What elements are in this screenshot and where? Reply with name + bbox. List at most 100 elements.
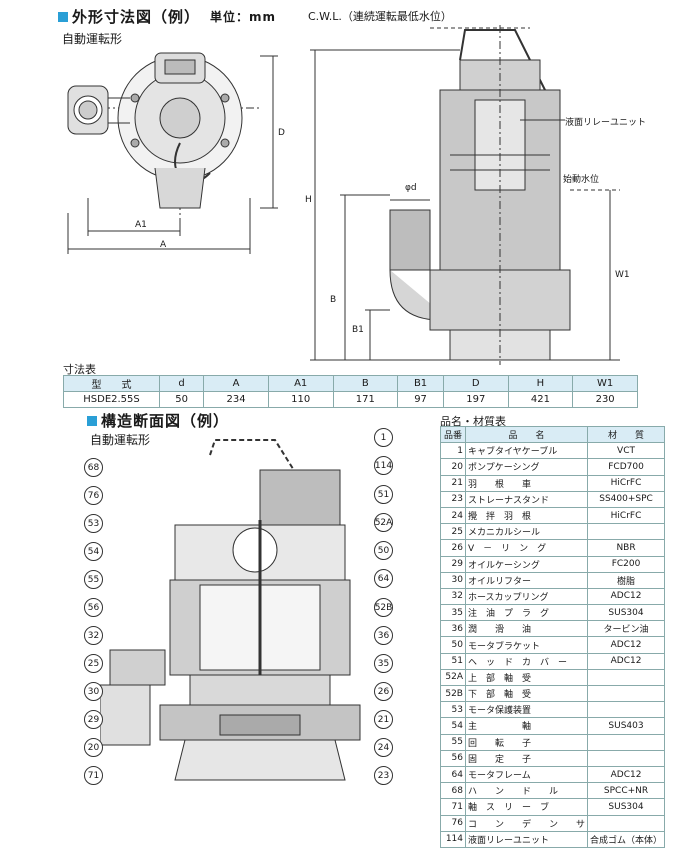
callout-20: 20 bbox=[84, 738, 103, 757]
section-mode-label: 自動運転形 bbox=[90, 433, 151, 447]
part-number: 20 bbox=[440, 458, 466, 476]
callout-1: 1 bbox=[374, 428, 393, 447]
dim-header-D: D bbox=[442, 375, 509, 392]
dim-cell: 50 bbox=[158, 391, 205, 408]
part-number: 29 bbox=[440, 555, 466, 573]
side-view-drawing bbox=[310, 25, 620, 365]
part-material: SUS304 bbox=[587, 798, 666, 816]
dim-cell: 234 bbox=[203, 391, 269, 408]
title-marker bbox=[58, 11, 68, 22]
dim-header-model: 型 式 bbox=[63, 375, 160, 392]
callout-30: 30 bbox=[84, 682, 103, 701]
dimension-table-title: 寸法表 bbox=[63, 363, 96, 376]
callout-52A: 52A bbox=[374, 513, 393, 532]
part-name: 潤 滑 油 bbox=[464, 620, 589, 638]
dim-B1-label: B1 bbox=[352, 325, 364, 335]
part-name: モータ保護装置 bbox=[464, 701, 589, 719]
dim-cell: 171 bbox=[332, 391, 399, 408]
part-material: HiCrFC bbox=[587, 474, 666, 492]
part-number: 56 bbox=[440, 749, 466, 767]
outline-title: 外形寸法図（例） bbox=[72, 8, 201, 26]
part-number: 51 bbox=[440, 652, 466, 670]
part-number: 1 bbox=[440, 442, 466, 460]
dim-B-label: B bbox=[330, 295, 337, 305]
cross-section-drawing bbox=[100, 439, 361, 781]
part-number: 76 bbox=[440, 814, 466, 832]
part-name: コ ン デ ン サ bbox=[464, 814, 589, 832]
part-number: 21 bbox=[440, 474, 466, 492]
part-material: SUS403 bbox=[587, 717, 666, 735]
part-material: NBR bbox=[587, 539, 666, 557]
part-name: モータブラケット bbox=[464, 636, 589, 654]
part-name: 下 部 軸 受 bbox=[464, 684, 589, 703]
dim-header-A1: A1 bbox=[267, 375, 334, 392]
part-number: 24 bbox=[440, 506, 466, 525]
dim-header-W1: W1 bbox=[572, 375, 638, 392]
part-name: オイルケーシング bbox=[464, 555, 589, 573]
callout-29: 29 bbox=[84, 710, 103, 729]
dim-H-label: H bbox=[305, 195, 312, 205]
parts-table-title: 品名・材質表 bbox=[440, 415, 506, 428]
part-material bbox=[587, 749, 666, 767]
callout-26: 26 bbox=[374, 682, 393, 701]
callout-53: 53 bbox=[84, 514, 103, 533]
part-number: 52B bbox=[440, 684, 466, 703]
part-material bbox=[587, 733, 666, 751]
table-row: HSDE2.55S 50 234 110 171 97 197 421 230 bbox=[63, 391, 638, 408]
part-material: ADC12 bbox=[587, 636, 666, 654]
part-material: SS400+SPC bbox=[587, 490, 666, 508]
dim-A-label: A bbox=[160, 240, 167, 250]
callout-64: 64 bbox=[374, 569, 393, 588]
callout-50: 50 bbox=[374, 541, 393, 560]
dim-cell: 197 bbox=[442, 391, 509, 408]
dimension-table-header: 型 式 d A A1 B B1 D H W1 bbox=[63, 375, 638, 392]
dim-phi-d-label: φd bbox=[405, 183, 417, 193]
dim-A1-label: A1 bbox=[135, 220, 147, 230]
dim-D-label: D bbox=[278, 128, 285, 138]
relay-unit-label: 液面リレーユニット bbox=[565, 118, 647, 128]
part-number: 114 bbox=[440, 830, 466, 848]
part-name: ハ ン ド ル bbox=[464, 782, 589, 800]
dim-header-d: d bbox=[158, 375, 205, 392]
part-material: HiCrFC bbox=[587, 506, 666, 525]
section-title: 構造断面図（例） bbox=[87, 410, 229, 431]
callout-51: 51 bbox=[374, 485, 393, 504]
callout-68: 68 bbox=[84, 458, 103, 477]
part-material: FC200 bbox=[587, 555, 666, 573]
outline-mode-label: 自動運転形 bbox=[62, 32, 123, 46]
dim-cell: 110 bbox=[267, 391, 334, 408]
part-number: 30 bbox=[440, 571, 466, 589]
dim-cell: 421 bbox=[507, 391, 574, 408]
part-number: 52A bbox=[440, 668, 466, 687]
dim-header-A: A bbox=[203, 375, 269, 392]
part-name: 液面リレーユニット bbox=[464, 830, 589, 848]
callout-56: 56 bbox=[84, 598, 103, 617]
parts-table-header: 品番 品 名 材 質 bbox=[440, 425, 666, 444]
dim-header-B: B bbox=[332, 375, 399, 392]
part-material: SUS304 bbox=[587, 604, 666, 622]
part-material: タービン油 bbox=[587, 620, 666, 638]
dim-cell: 230 bbox=[572, 391, 638, 408]
part-material bbox=[587, 684, 666, 703]
part-number: 26 bbox=[440, 539, 466, 557]
part-material bbox=[587, 701, 666, 719]
part-name: ヘ ッ ド カ バ ー bbox=[464, 652, 589, 670]
part-material bbox=[587, 814, 666, 832]
dim-header-H: H bbox=[507, 375, 574, 392]
part-name: ストレーナスタンド bbox=[464, 490, 589, 508]
part-material: 樹脂 bbox=[587, 571, 666, 589]
callout-71: 71 bbox=[84, 766, 103, 785]
dim-cell: 97 bbox=[397, 391, 444, 408]
title-marker bbox=[87, 415, 97, 426]
part-number: 53 bbox=[440, 701, 466, 719]
